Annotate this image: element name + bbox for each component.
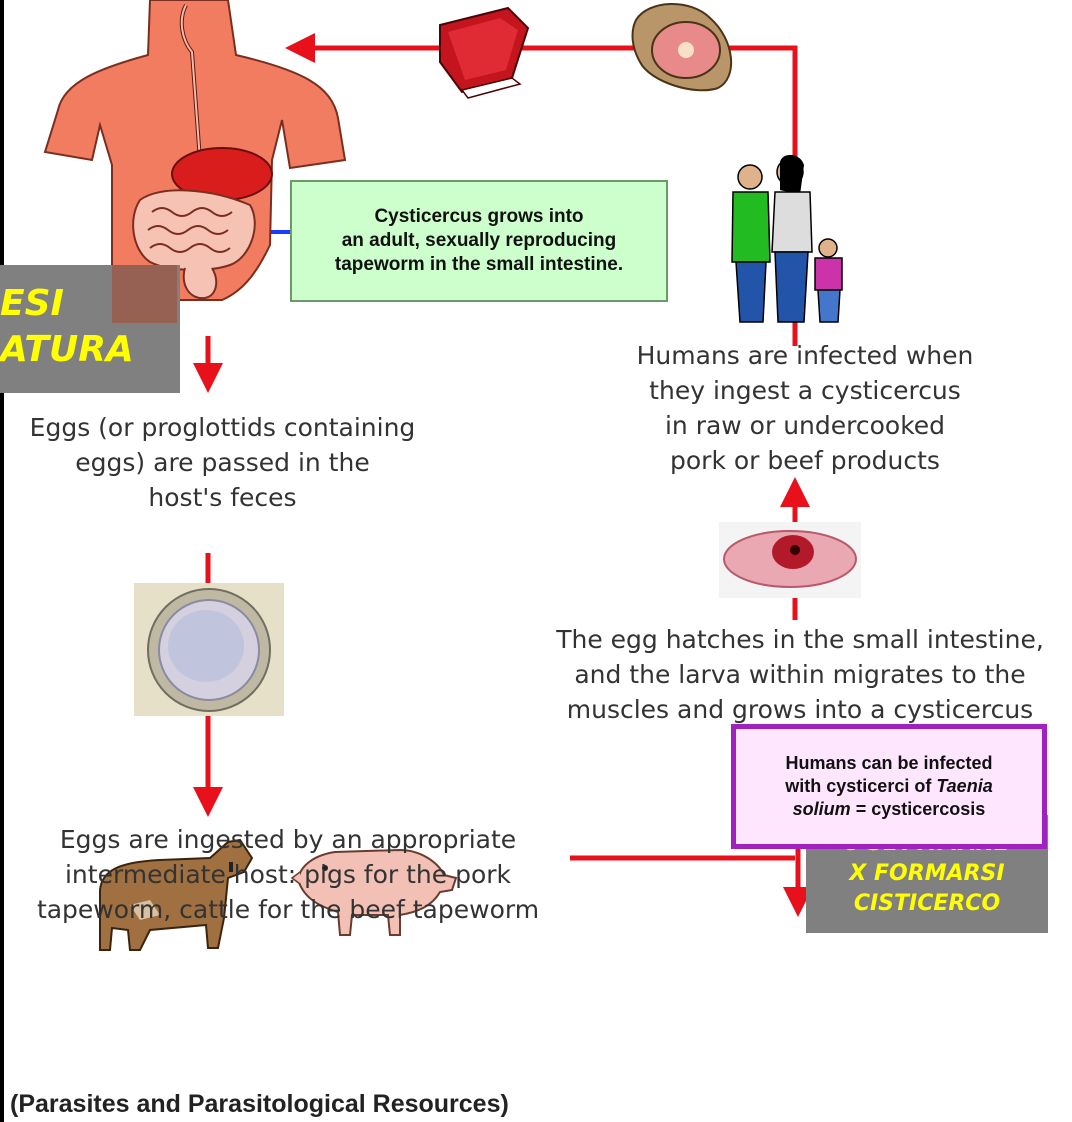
adult-tapeworm-box: Cysticercus grows into an adult, sexuall… xyxy=(290,180,668,302)
humans-infected-text: Humans are infected when they ingest a c… xyxy=(608,338,1002,478)
family-icon xyxy=(732,155,842,322)
humans-infected-line-4: pork or beef products xyxy=(608,443,1002,478)
eggs-ingested-line-1: Eggs are ingested by an appropriate xyxy=(8,822,568,857)
ham-icon xyxy=(633,4,732,90)
adult-box-line-1: Cysticercus grows into xyxy=(335,205,623,229)
gray-label-left-shade xyxy=(112,265,177,323)
egg-hatches-text: The egg hatches in the small intestine, … xyxy=(530,622,1070,727)
eggs-passed-line-3: host's feces xyxy=(5,480,440,515)
egg-hatches-line-3: muscles and grows into a cysticercus xyxy=(530,692,1070,727)
adult-box-line-3: tapeworm in the small intestine. xyxy=(335,253,623,277)
cysticercosis-line-1: Humans can be infected xyxy=(785,752,992,775)
source-citation: (Parasites and Parasitological Resources… xyxy=(10,1090,509,1119)
cysticercosis-line-2-prefix: with cysticerci of xyxy=(785,776,936,796)
gray-label-left-line-2: ATURA xyxy=(0,327,180,373)
gray-label-right-line-2: X FORMARSI xyxy=(806,859,1048,889)
eggs-passed-line-1: Eggs (or proglottids containing xyxy=(5,410,440,445)
tapeworm-egg-icon xyxy=(134,583,284,716)
humans-infected-line-3: in raw or undercooked xyxy=(608,408,1002,443)
egg-hatches-line-2: and the larva within migrates to the xyxy=(530,657,1070,692)
gray-label-right-line-3: CISTICERCO xyxy=(806,889,1048,919)
taenia-genus: Taenia xyxy=(936,776,992,796)
cysticercosis-box: Humans can be infected with cysticerci o… xyxy=(731,724,1047,849)
cysticercus-icon xyxy=(719,522,861,598)
adult-box-line-2: an adult, sexually reproducing xyxy=(335,229,623,253)
humans-infected-line-1: Humans are infected when xyxy=(608,338,1002,373)
eggs-passed-line-2: eggs) are passed in the xyxy=(5,445,440,480)
eggs-ingested-line-2: intermediate host: pigs for the pork xyxy=(8,857,568,892)
eggs-passed-text: Eggs (or proglottids containing eggs) ar… xyxy=(5,410,440,515)
beef-steak-icon xyxy=(440,8,528,98)
solium-species: solium xyxy=(793,799,851,819)
cysticercosis-line-3: solium = cysticercosis xyxy=(785,798,992,821)
cysticercosis-line-2: with cysticerci of Taenia xyxy=(785,775,992,798)
eggs-ingested-line-3: tapeworm, cattle for the beef tapeworm xyxy=(8,892,568,927)
egg-hatches-line-1: The egg hatches in the small intestine, xyxy=(530,622,1070,657)
eggs-ingested-text: Eggs are ingested by an appropriate inte… xyxy=(8,822,568,927)
humans-infected-line-2: they ingest a cysticercus xyxy=(608,373,1002,408)
cysticercosis-line-3-suffix: = cysticercosis xyxy=(851,799,986,819)
